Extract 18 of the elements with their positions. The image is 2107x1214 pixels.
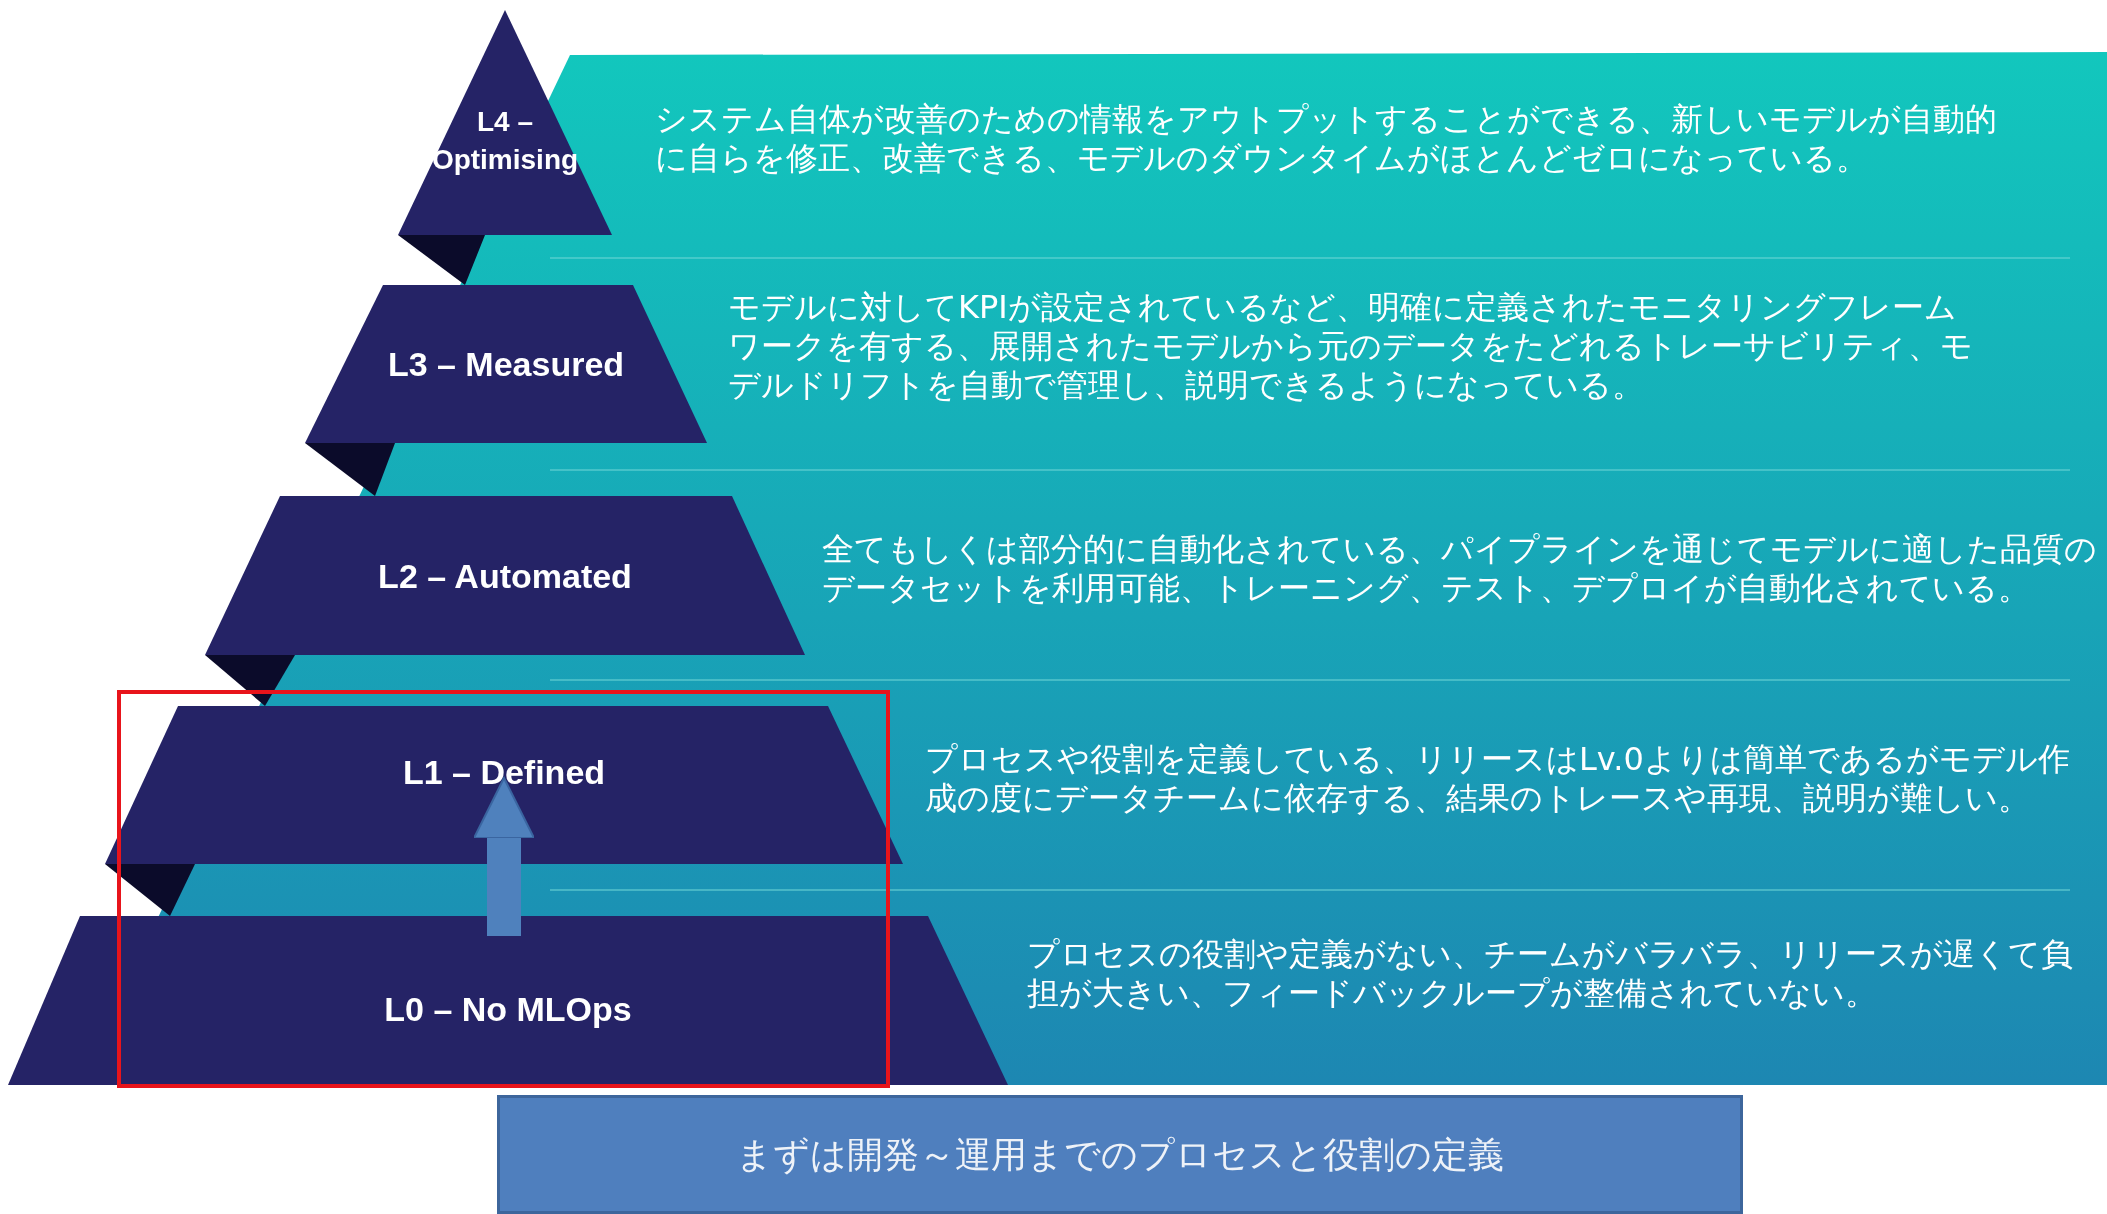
pyramid-tier (205, 496, 805, 655)
pyramid-tier (398, 10, 612, 235)
description-text: 全てもしくは部分的に自動化されている、パイプラインを通じてモデルに適した品質のデータセットを利用可能、トレーニング、テスト、デプロイが自動化されている。 (822, 530, 2097, 608)
up-arrow (473, 777, 535, 936)
pyramid-tier (8, 916, 1008, 1085)
tier-label: L2 – Automated (377, 556, 633, 595)
summary-box (497, 1095, 1743, 1214)
pyramid-tier (105, 706, 903, 864)
summary-text: まずは開発～運用までのプロセスと役割の定義 (735, 1135, 1505, 1174)
description-text: プロセスの役割や定義がない、チームがバラバラ、リリースが遅くて負担が大きい、フィードバックループが整備されていない。 (1027, 935, 2074, 1013)
tier-label: L4 – Optimising (430, 104, 580, 177)
tier-label: L3 – Measured (386, 345, 626, 383)
description-text: モデルに対してKPIが設定されているなど、明確に定義されたモニタリングフレームワークを有する、展開されたモデルから元のデータをたどれるトレーサビリティ、モデルドリフトを自動で管理し、説明できるようになっている。 (728, 288, 1974, 405)
tier-label: L0 – No MLOps (383, 989, 633, 1028)
description-text: システム自体が改善のための情報をアウトプットすることができる、新しいモデルが自動的に自らを修正、改善できる、モデルのダウンタイムがほとんどゼロになっている。 (655, 100, 1998, 178)
pyramid-tier (305, 285, 707, 443)
description-text: プロセスや役割を定義している、リリースはLv.0よりは簡単であるがモデル作成の度にデータチームに依存する、結果のトレースや再現、説明が難しい。 (925, 740, 2071, 818)
tier-label: L1 – Defined (401, 753, 607, 792)
